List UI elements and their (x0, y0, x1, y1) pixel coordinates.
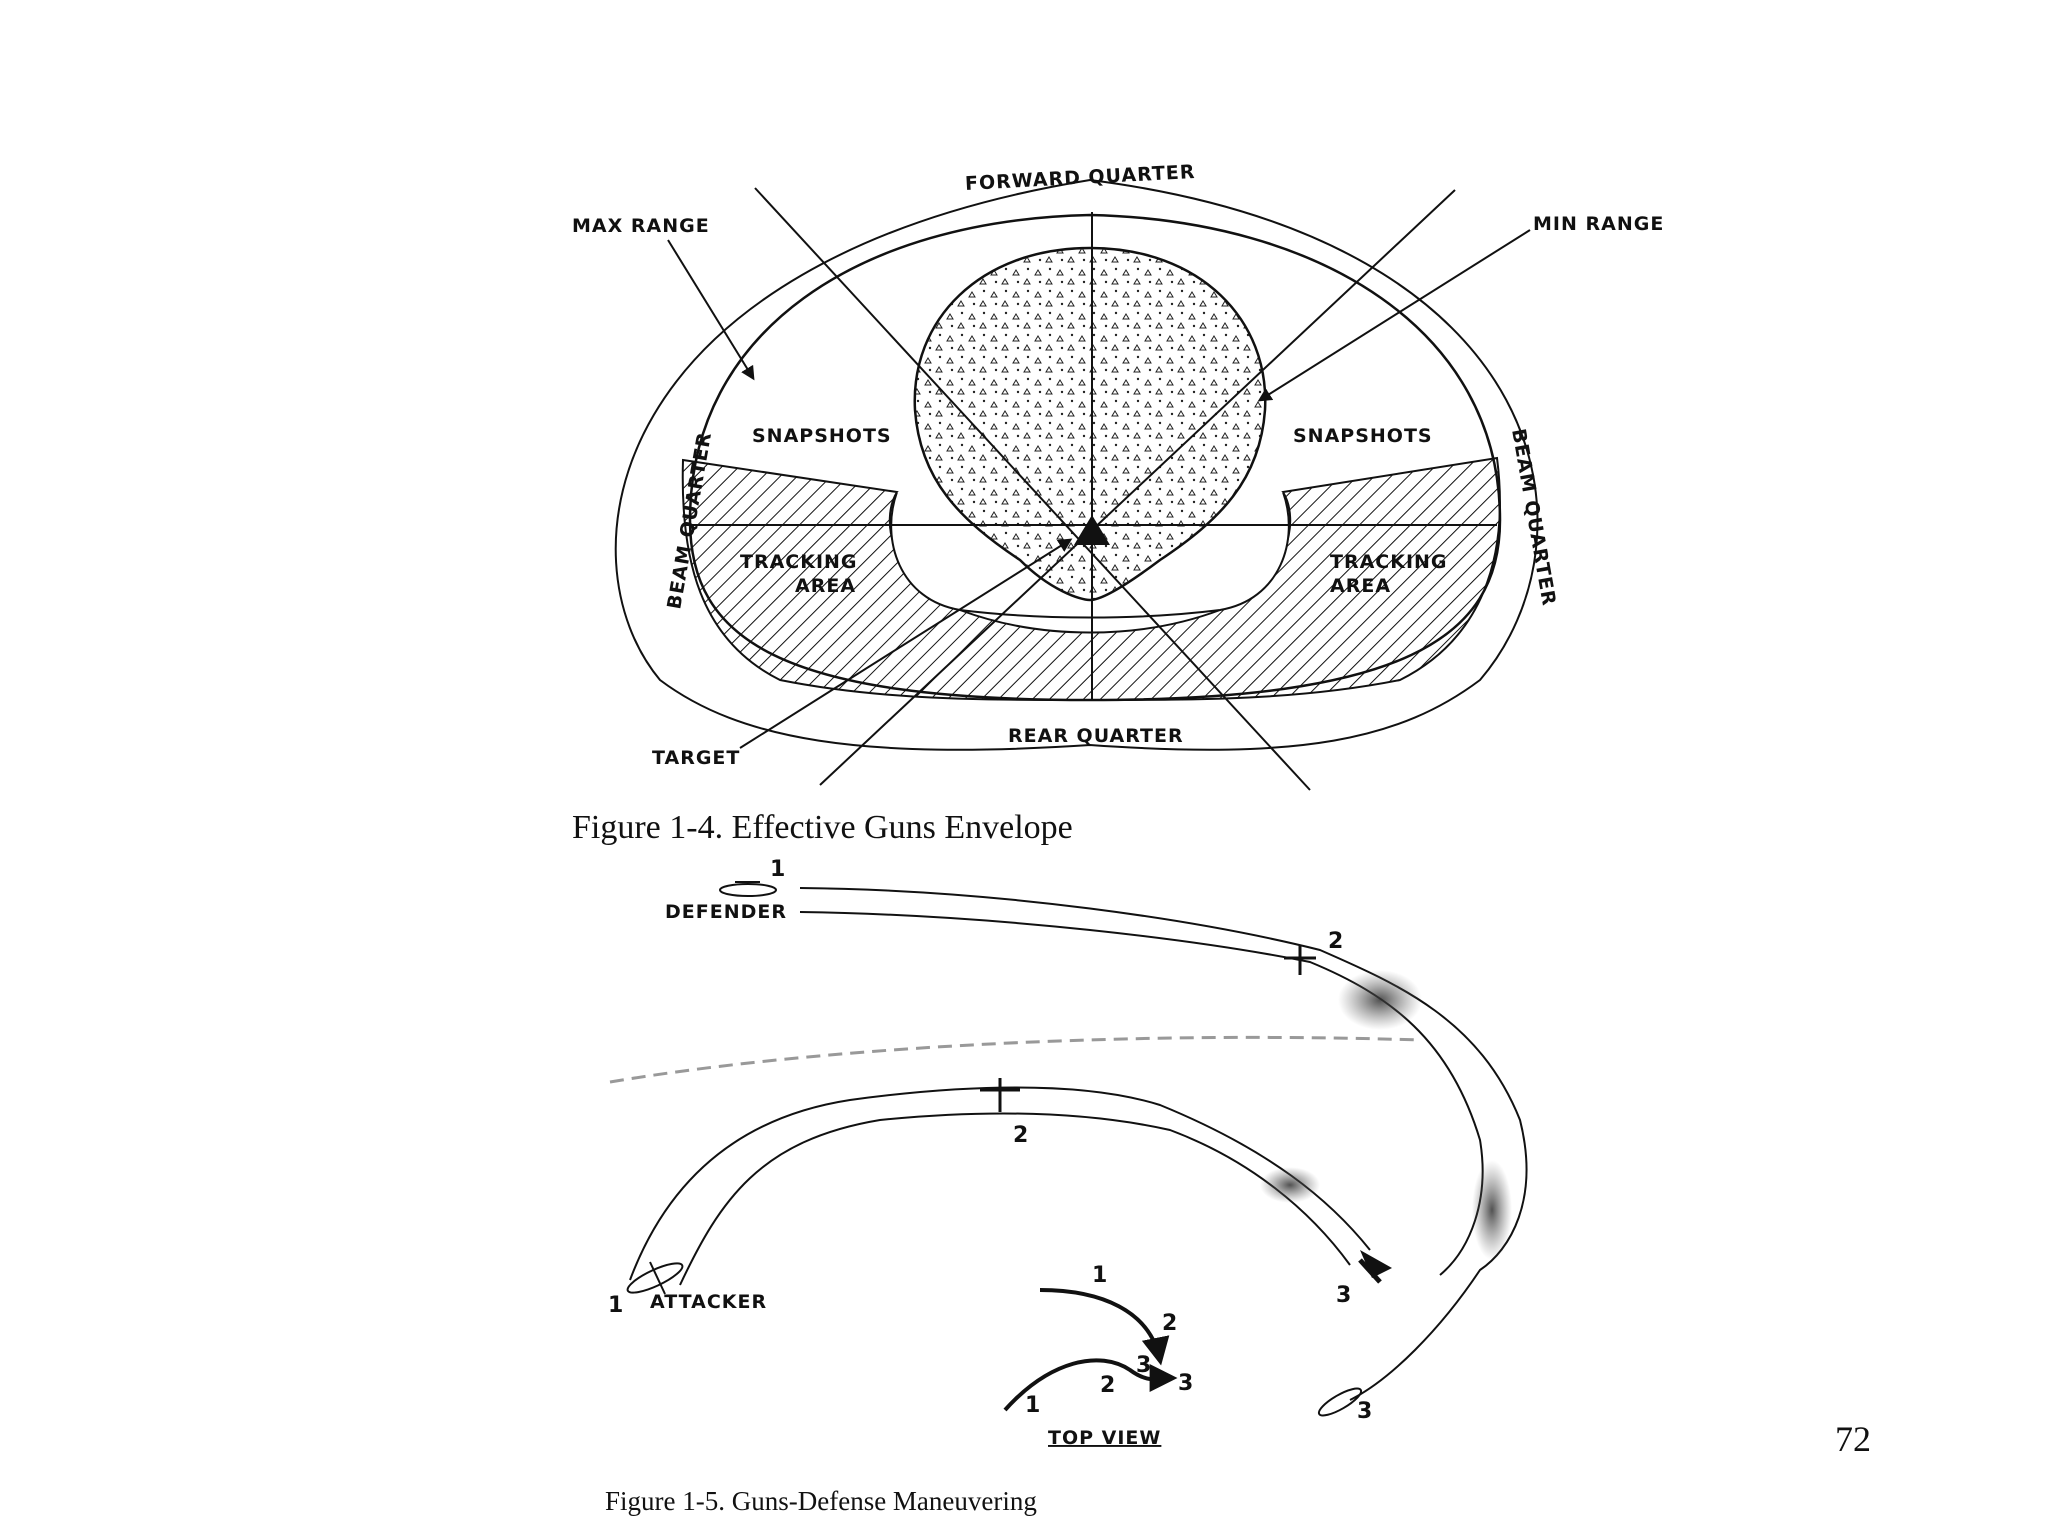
attacker-smoke (1260, 1167, 1320, 1203)
tracking-right-label-1: TRACKING (1330, 551, 1448, 573)
tracking-left-label-2: AREA (795, 575, 856, 597)
tracking-left-label-1: TRACKING (740, 551, 858, 573)
horizon-smudge (609, 1035, 1421, 1084)
figure-1-5-caption: Figure 1-5. Guns-Defense Maneuvering (605, 1486, 1037, 1516)
diagonal-line-left (754, 187, 1311, 791)
attacker-aircraft-3-icon (1358, 1250, 1392, 1284)
defender-aircraft-2-icon (1284, 945, 1316, 975)
defender-smoke-2 (1472, 1160, 1512, 1260)
tracking-right-label-2: AREA (1330, 575, 1391, 597)
max-range-leader (667, 239, 755, 381)
defender-pos-3: 3 (1357, 1399, 1372, 1424)
tracking-area-hatch (681, 456, 1501, 701)
attacker-aircraft-2-icon (980, 1078, 1020, 1112)
top-view-pos-2a: 2 (1162, 1311, 1177, 1336)
outer-quarter-arc (614, 178, 1539, 751)
min-range-label: MIN RANGE (1533, 213, 1664, 235)
snapshots-left-label: SNAPSHOTS (752, 425, 892, 447)
target-label: TARGET (652, 747, 740, 769)
defender-smoke-1 (1338, 970, 1422, 1030)
top-view-pos-3a: 3 (1136, 1353, 1151, 1378)
min-range-leader (1257, 229, 1531, 402)
guns-envelope-diagram: FORWARD QUARTER MAX RANGE MIN RANGE SNAP… (572, 161, 1664, 846)
top-view-pos-1a: 1 (1092, 1263, 1107, 1288)
guns-defense-diagram: 1 2 3 1 2 3 DEFENDER ATTACKER 1 2 3 1 2 … (605, 857, 1528, 1516)
max-range-label: MAX RANGE (572, 215, 710, 237)
top-view-pos-3b: 3 (1178, 1371, 1193, 1396)
top-view-label: TOP VIEW (1048, 1427, 1161, 1449)
top-view-path-lower (1003, 1358, 1178, 1412)
attacker-flight-path (629, 1086, 1371, 1286)
forward-quarter-label: FORWARD QUARTER (965, 161, 1196, 195)
page-number: 72 (1835, 1419, 1871, 1459)
beam-quarter-right-label: BEAM QUARTER (1507, 427, 1560, 608)
defender-pos-2: 2 (1328, 929, 1343, 954)
attacker-label: ATTACKER (650, 1291, 767, 1313)
rear-quarter-label: REAR QUARTER (1008, 725, 1184, 747)
snapshots-right-label: SNAPSHOTS (1293, 425, 1433, 447)
target-leader (739, 538, 1073, 749)
attacker-pos-2: 2 (1013, 1123, 1028, 1148)
top-view-inset: 1 2 3 1 2 3 TOP VIEW (1003, 1263, 1193, 1449)
attacker-pos-3: 3 (1336, 1283, 1351, 1308)
defender-aircraft-3-icon (1317, 1387, 1363, 1417)
attacker-aircraft-1-icon (626, 1261, 684, 1295)
figure-1-4-caption: Figure 1-4. Effective Guns Envelope (572, 809, 1073, 846)
defender-aircraft-1-icon (719, 881, 777, 897)
defender-pos-1: 1 (770, 857, 785, 882)
attacker-pos-1: 1 (608, 1293, 623, 1318)
top-view-pos-2b: 2 (1100, 1373, 1115, 1398)
defender-label: DEFENDER (665, 901, 787, 923)
top-view-pos-1b: 1 (1025, 1393, 1040, 1418)
top-view-path-upper (1039, 1288, 1170, 1366)
diagonal-line-right (819, 189, 1456, 786)
target-aircraft-icon (1074, 515, 1110, 545)
